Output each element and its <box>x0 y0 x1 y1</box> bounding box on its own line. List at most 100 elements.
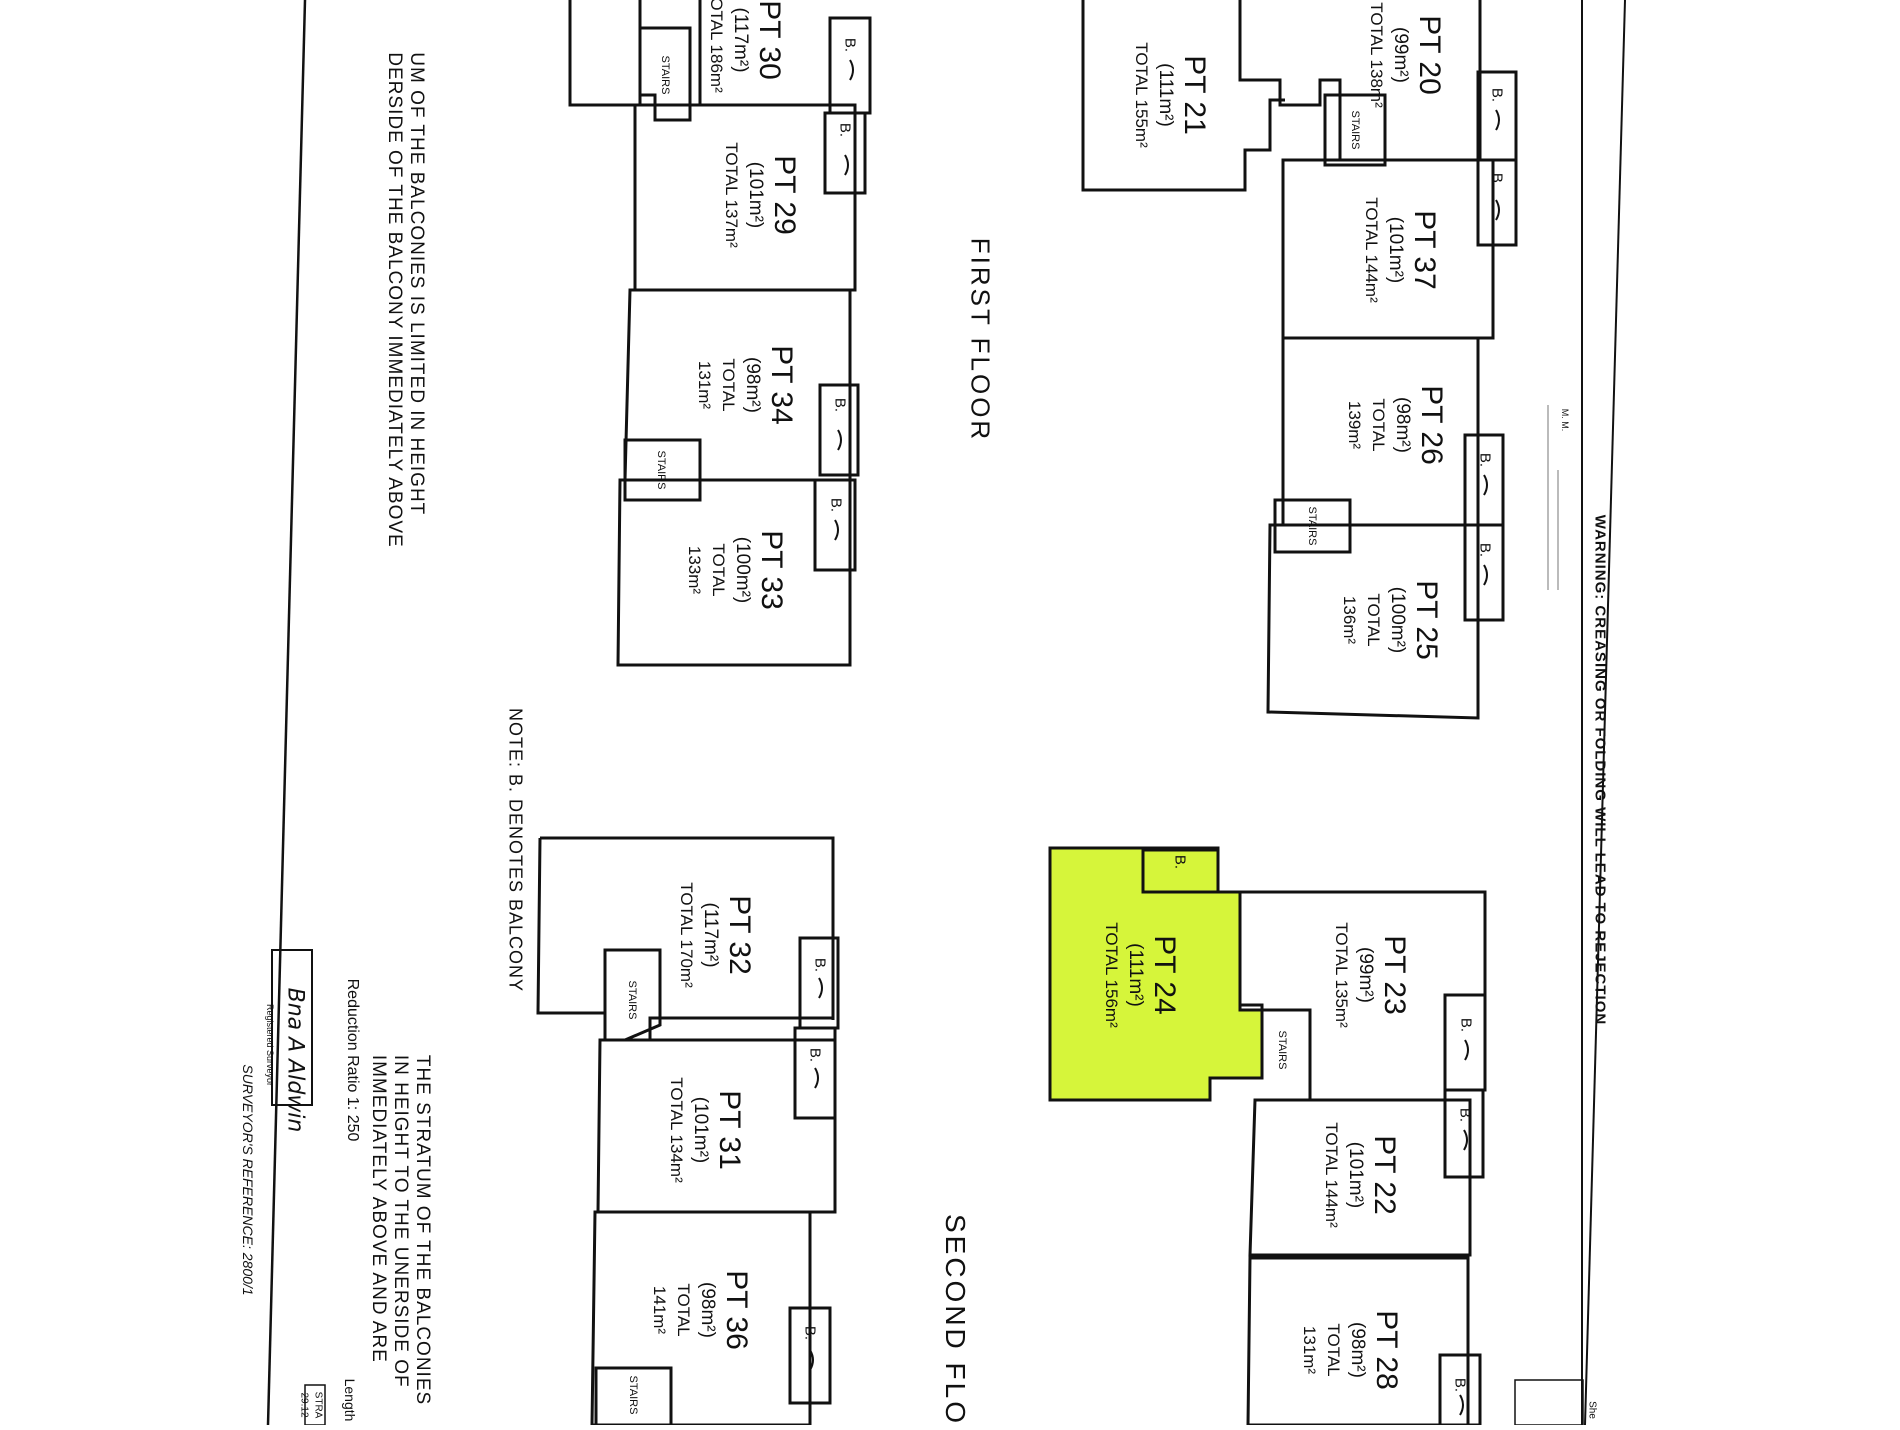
lot-area: (101m²) <box>1345 1141 1366 1209</box>
lot-total: TOTAL 141m² <box>650 1283 693 1337</box>
lot-area: (99m²) <box>1355 947 1376 1003</box>
stratum-note-2: THE STRATUM OF THE BALCONIES IN HEIGHT T… <box>368 1054 433 1406</box>
lot-number: PT 36 <box>720 1270 753 1350</box>
lot-number: PT 34 <box>765 345 798 425</box>
stairs-label: STAIRS <box>1306 506 1318 546</box>
lot-number: PT 20 <box>1413 15 1446 95</box>
lot-number: PT 26 <box>1415 385 1448 465</box>
balcony-20 <box>1476 70 1518 162</box>
balcony-label: B. <box>1488 172 1506 188</box>
lot-total: TOTAL 155m² <box>1132 42 1151 148</box>
stairs-label: STAIRS <box>1276 1030 1288 1070</box>
lot-total: TOTAL 186m² <box>707 0 726 93</box>
sheet-label: She <box>1586 1401 1598 1419</box>
lot-label: PT 32(117m²)TOTAL 170m² <box>674 882 756 988</box>
lot-area: (101m²) <box>1385 216 1406 284</box>
stairs-26 <box>1273 498 1352 554</box>
lot-number: PT 25 <box>1410 580 1443 660</box>
lot-total: TOTAL 135m² <box>1332 922 1351 1028</box>
second-floor-title: SECOND FLO <box>940 1213 971 1427</box>
balcony-label: B. <box>1451 1377 1469 1393</box>
balcony-33 <box>813 478 857 572</box>
lot-31-outline <box>596 1038 837 1214</box>
lot-area: (100m²) <box>1387 586 1408 654</box>
lot-area: (117m²) <box>730 7 751 73</box>
balcony-24 <box>1141 848 1220 894</box>
lot-label: PT 23(99m²)TOTAL 135m² <box>1329 922 1411 1028</box>
balcony-label: B. <box>811 957 829 973</box>
lot-number: PT 23 <box>1378 935 1411 1015</box>
lot-area: (99m²) <box>1390 27 1411 83</box>
balcony-label: B. <box>1476 452 1494 468</box>
lot-total: TOTAL 137m² <box>722 142 741 248</box>
lot-32-top <box>540 836 835 1020</box>
lot-30-outline <box>568 0 642 107</box>
balcony-label: B. <box>801 1325 819 1341</box>
lot-area: (100m²) <box>732 536 753 604</box>
first-floor-title: FIRST FLOOR <box>965 237 996 443</box>
lot-total: TOTAL 136m² <box>1340 593 1383 647</box>
registered-surveyor: Registered Surveyor <box>265 1003 275 1087</box>
lot-total: TOTAL 131m² <box>695 358 738 412</box>
initials-mark: M. M. <box>1560 408 1570 432</box>
lot-total: TOTAL 134m² <box>667 1077 686 1183</box>
balcony-22 <box>1443 1088 1485 1179</box>
lot-total: TOTAL 156m² <box>1102 922 1121 1028</box>
surveyor-signature: Bna A Aldwin <box>282 987 308 1133</box>
lot-number: PT 31 <box>713 1090 746 1170</box>
date-label: 29.12 <box>298 1392 310 1418</box>
lot-total: TOTAL 131m² <box>1300 1323 1343 1377</box>
lot-label: PT 29(101m²)TOTAL 137m² <box>719 142 801 248</box>
stairs-label: STAIRS <box>1349 110 1361 150</box>
lot-area: (117m²) <box>700 902 721 968</box>
lot-number: PT 29 <box>768 155 801 235</box>
lot-number: PT 24 <box>1148 935 1181 1015</box>
lot-area: (111m²) <box>1155 63 1176 127</box>
lot-label: PT 25(100m²)TOTAL 136m² <box>1337 580 1443 660</box>
balcony-label: B. <box>841 37 859 53</box>
lot-number: PT 32 <box>723 895 756 975</box>
lot-number: PT 22 <box>1368 1135 1401 1215</box>
lot-total: TOTAL 144m² <box>1362 197 1381 303</box>
lot-area: (98m²) <box>1392 397 1413 453</box>
lot-area: (98m²) <box>697 1282 718 1338</box>
lot-total: TOTAL 144m² <box>1322 1122 1341 1228</box>
balcony-26 <box>1463 433 1505 527</box>
balcony-36 <box>788 1306 832 1405</box>
lot-number: PT 21 <box>1178 55 1211 135</box>
lot-label: PT 20(99m²)TOTAL 138m² <box>1364 2 1446 108</box>
lot-label: PT 33(100m²)TOTAL 133m² <box>682 530 788 610</box>
lot-number: PT 37 <box>1408 210 1441 290</box>
lot-area: (111m²) <box>1125 943 1146 1007</box>
balcony-37 <box>1476 158 1518 247</box>
lot-label: PT 21(111m²)TOTAL 155m² <box>1129 42 1211 148</box>
strata-label: STRA <box>312 1391 324 1419</box>
balcony-label: B. <box>831 397 849 413</box>
outer-border-line <box>1584 0 1626 1426</box>
balcony-label: B. <box>827 497 845 513</box>
stairs-34 <box>623 438 702 502</box>
lot-23-top <box>1220 890 1487 995</box>
balcony-label: B. <box>1456 1107 1474 1123</box>
lot-total: TOTAL 138m² <box>1367 2 1386 108</box>
lot-number: PT 33 <box>755 530 788 610</box>
left-border-line <box>266 0 307 1426</box>
balcony-25 <box>1463 523 1505 622</box>
lot-total: TOTAL 133m² <box>685 543 728 597</box>
lot-33-outline <box>616 478 852 667</box>
lot-25-outline <box>1266 523 1480 720</box>
lot-number: PT 30 <box>753 0 786 80</box>
signature-box <box>271 949 313 1106</box>
balcony-label: B. <box>836 122 854 138</box>
balcony-label: B. <box>1171 854 1189 870</box>
lot-total: TOTAL 139m² <box>1345 398 1388 452</box>
lot-area: (101m²) <box>745 161 766 229</box>
lot-label: PT 34(98m²)TOTAL 131m² <box>692 345 798 425</box>
balcony-29 <box>823 111 867 195</box>
warning-text: WARNING: CREASING OR FOLDING WILL LEAD T… <box>1591 514 1609 1026</box>
lot-label: PT 31(101m²)TOTAL 134m² <box>664 1077 746 1183</box>
balcony-label: B. <box>1488 87 1506 103</box>
lot-area: (98m²) <box>742 357 763 413</box>
lot-label: PT 28(98m²)TOTAL 131m² <box>1297 1310 1403 1390</box>
